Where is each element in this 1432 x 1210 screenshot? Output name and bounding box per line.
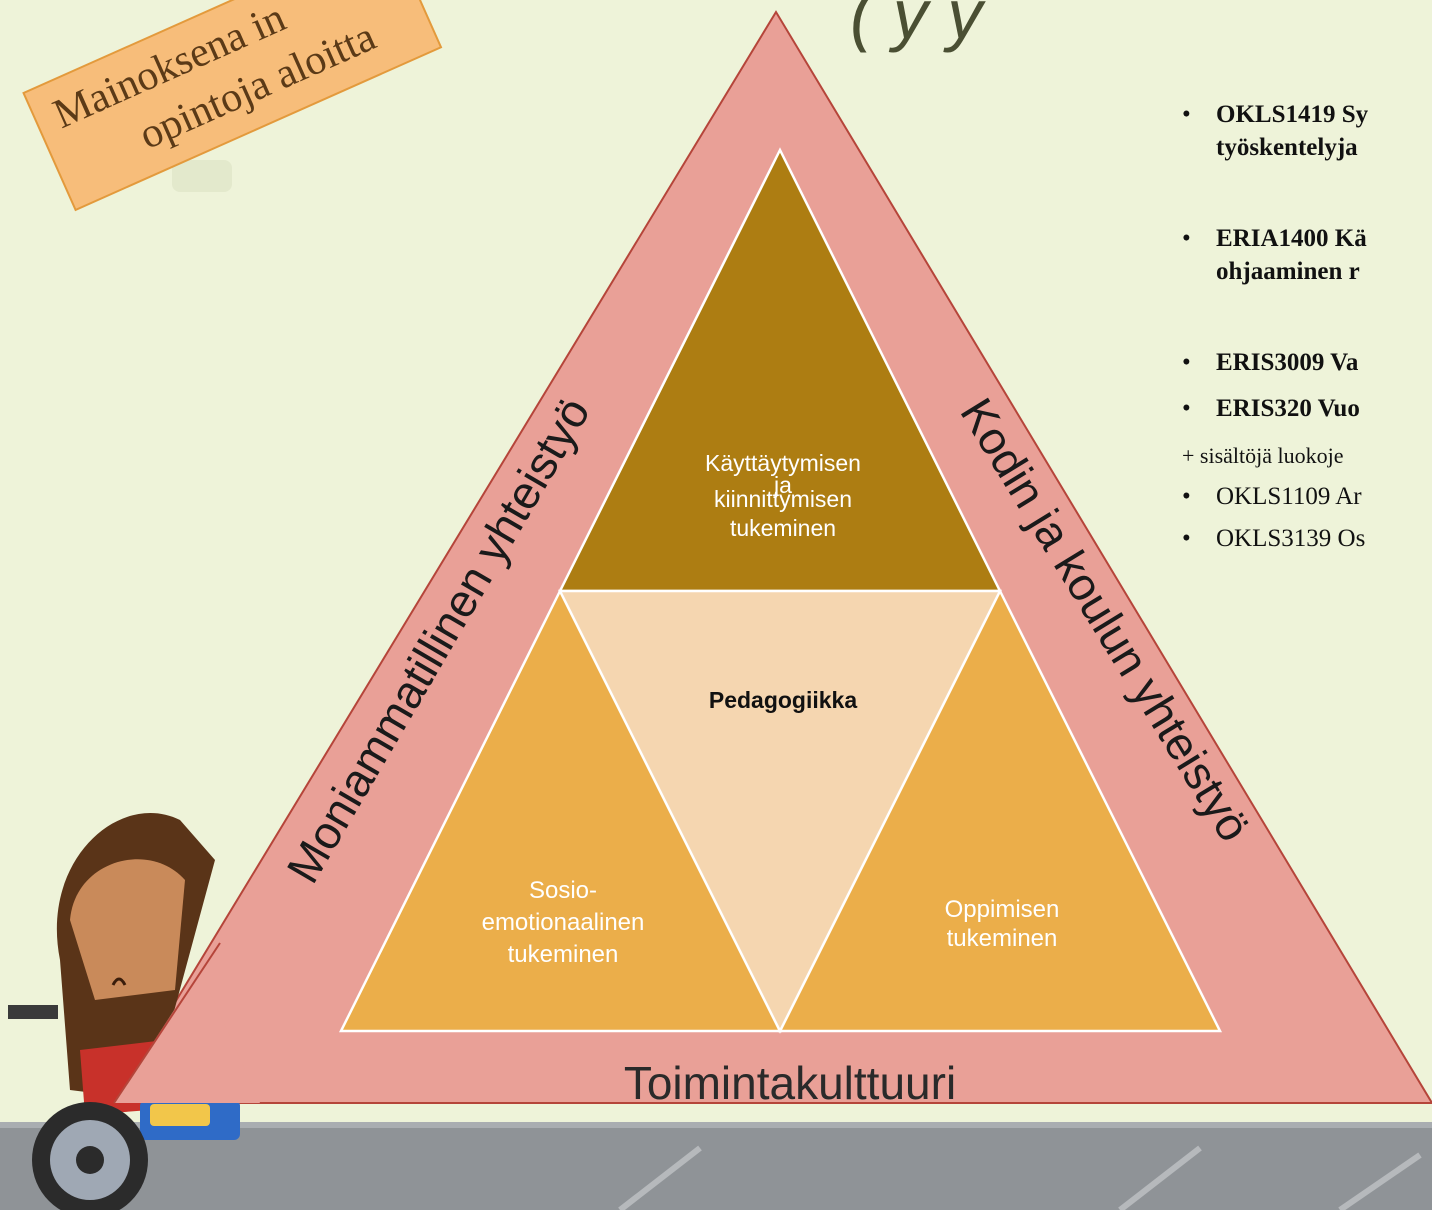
svg-text:tukeminen: tukeminen (947, 925, 1058, 952)
list-item: • ERIS320 Vuo (1182, 395, 1360, 422)
center-label: Pedagogiikka (709, 687, 857, 713)
center-triangle (557, 589, 1003, 1034)
title-fragment: ( y y (850, 0, 986, 53)
list-item: • ERIA1400 Kä ohjaaminen r (1182, 225, 1367, 285)
svg-text:Käyttäytymisen: Käyttäytymisen (705, 450, 861, 476)
bottom-left-label: Sosio- emotionaalinen tukeminen (482, 877, 645, 968)
svg-text:emotionaalinen: emotionaalinen (482, 909, 645, 936)
top-triangle-label: Käyttäytymisen ja kiinnittymisen tukemin… (705, 450, 861, 541)
list-item: • OKLS1419 Sy työskentelyja (1182, 101, 1369, 161)
bottom-right-label: Oppimisen tukeminen (945, 896, 1060, 952)
list-item: • OKLS1109 Ar (1182, 483, 1362, 510)
wheelchair-character-illustration (8, 812, 240, 1210)
svg-text:tukeminen: tukeminen (730, 515, 836, 541)
list-item: • OKLS3139 Os (1182, 525, 1366, 552)
course-list: • OKLS1419 Sy työskentelyja • ERIA1400 K… (1182, 101, 1432, 552)
promo-banner: Mainoksena in opintoja aloitta (22, 0, 443, 212)
svg-text:tukeminen: tukeminen (508, 941, 619, 968)
floor-stripes (618, 1145, 1422, 1210)
plus-note: + sisältöjä luokoje (1182, 443, 1344, 468)
svg-text:Oppimisen: Oppimisen (945, 896, 1060, 923)
bottom-side-label: Toimintakulttuuri (624, 1057, 956, 1109)
svg-text:ja: ja (773, 472, 792, 498)
list-item: • ERIS3009 Va (1182, 349, 1359, 376)
svg-text:kiinnittymisen: kiinnittymisen (714, 486, 852, 512)
svg-text:Sosio-: Sosio- (529, 877, 597, 904)
